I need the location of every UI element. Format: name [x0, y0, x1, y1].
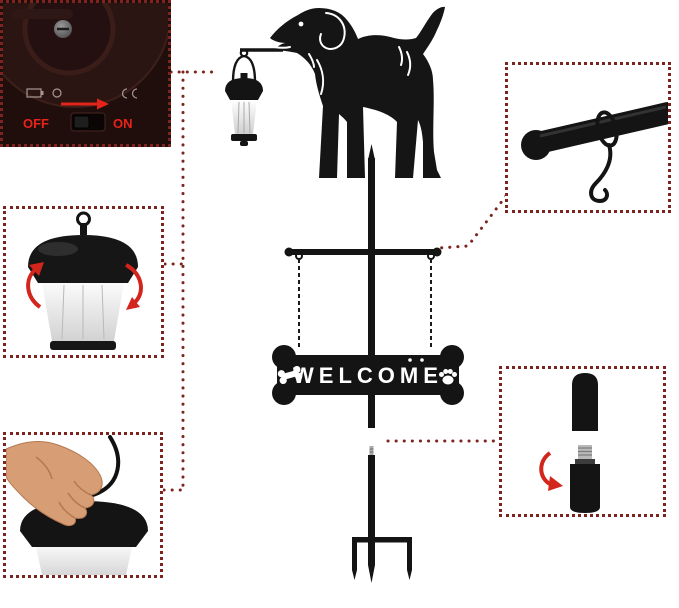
twist-arrowhead-right: [126, 297, 140, 310]
stake-pole-upper: [368, 144, 375, 428]
chain-hook-left: [295, 252, 303, 260]
crossbar: [289, 249, 437, 255]
power-switch-knob: [73, 115, 90, 129]
dog-eye: [298, 21, 304, 27]
thread-collar: [575, 459, 595, 464]
sign-lobe: [272, 381, 296, 405]
switch-direction-arrowhead: [97, 98, 109, 110]
dog-flank-line-1: [406, 51, 412, 76]
lantern-finial: [240, 73, 248, 79]
thread-lines: [578, 447, 592, 456]
dog-mouth-line: [273, 46, 291, 49]
sign-chains: [295, 252, 435, 347]
pole-upper-segment: [572, 373, 598, 431]
lantern-base: [231, 134, 257, 141]
certification-icons: [26, 88, 138, 99]
lantern-cap: [28, 235, 138, 283]
on-label: ON: [113, 116, 133, 131]
lantern-base-nub: [240, 141, 248, 146]
twist-arrow-left: [26, 267, 42, 309]
dog-ear-outline: [319, 12, 346, 50]
stake-prong-left-tip: [352, 570, 357, 580]
callout-dotted-lines: [162, 70, 508, 492]
inset-lantern-twist-detail: [3, 206, 164, 358]
dog-fur-detail-lines: [273, 12, 412, 95]
labrador-silhouette: [270, 6, 445, 178]
finger-lines: [35, 456, 92, 519]
paw-icon: [439, 369, 457, 385]
solar-switch-graphic: OFF ON: [3, 3, 168, 132]
pole-joint-graphic: [539, 373, 600, 513]
crossbar-ball-left: [284, 247, 294, 257]
screw-rotation-arrow: [539, 451, 553, 487]
hook-hanging-curl: [589, 143, 613, 204]
stake-prong-right-tip: [407, 570, 412, 580]
twist-arrows: [26, 263, 143, 309]
embossed-label-area: [11, 9, 73, 19]
lantern-cap: [225, 78, 263, 100]
chain-hook-right: [427, 252, 435, 260]
screw-rotation-arrowhead: [548, 476, 563, 491]
lantern-glass-seams: [237, 101, 251, 134]
ce-mark-icon: [121, 88, 128, 99]
stake-pole-lower: [352, 446, 412, 583]
ce-mark-icon: [131, 88, 138, 99]
solar-device-ring: [22, 3, 116, 76]
bone-icon: [277, 365, 303, 385]
crossbar-ball-right: [432, 247, 442, 257]
inset-hand-holding-handle-detail: [3, 432, 163, 578]
sign-lobe: [440, 381, 464, 405]
sign-lobe: [440, 345, 464, 369]
inset-pole-joint-detail: [499, 366, 666, 517]
lantern-handle-stem: [80, 223, 87, 235]
pole-upper-shaft: [368, 158, 375, 428]
stake-prong-left: [352, 542, 357, 570]
pole-ground-tip: [368, 565, 375, 583]
welcome-sign: WELCOME: [272, 345, 464, 405]
hand-handle-graphic: [6, 435, 148, 575]
dog-chest-line: [316, 59, 325, 95]
lantern-glass-seams: [61, 284, 105, 340]
solar-lantern-hanging: [225, 48, 263, 146]
off-label: OFF: [23, 116, 49, 131]
pole-top-spike: [368, 144, 375, 160]
sign-lobe: [272, 345, 296, 369]
twist-arrowhead-left: [29, 262, 44, 276]
lantern-handle-wire: [231, 54, 257, 83]
stake-foot-bar: [352, 537, 412, 543]
sign-crossbar: [284, 247, 442, 257]
lantern-twist-graphic: [26, 211, 143, 350]
sign-bar: [277, 355, 459, 395]
pole-lower-shaft: [368, 455, 375, 565]
lantern-glass: [36, 547, 132, 575]
sign-dot: [408, 358, 412, 362]
callout-line-hook: [436, 194, 508, 250]
lantern-base: [50, 341, 116, 350]
dog-neck-line: [308, 53, 315, 68]
twist-arrow-right: [124, 263, 143, 305]
pole-lower-segment: [570, 464, 600, 513]
pole: [527, 102, 668, 154]
bulb-icon: [52, 88, 62, 98]
inset-pole-hook-detail: [505, 62, 671, 213]
pole-hook-graphic: [521, 102, 668, 204]
inset-solar-switch-detail: OFF ON: [0, 0, 171, 147]
dog-body: [270, 6, 445, 178]
sign-dot: [420, 358, 424, 362]
stake-prong-right: [407, 542, 412, 570]
welcome-sign-text: WELCOME: [293, 363, 443, 388]
pole-highlight: [539, 105, 667, 138]
lantern-cap-highlight: [38, 242, 78, 256]
dog-flank-line-2: [398, 46, 404, 66]
pole-thread-stud: [369, 446, 374, 456]
